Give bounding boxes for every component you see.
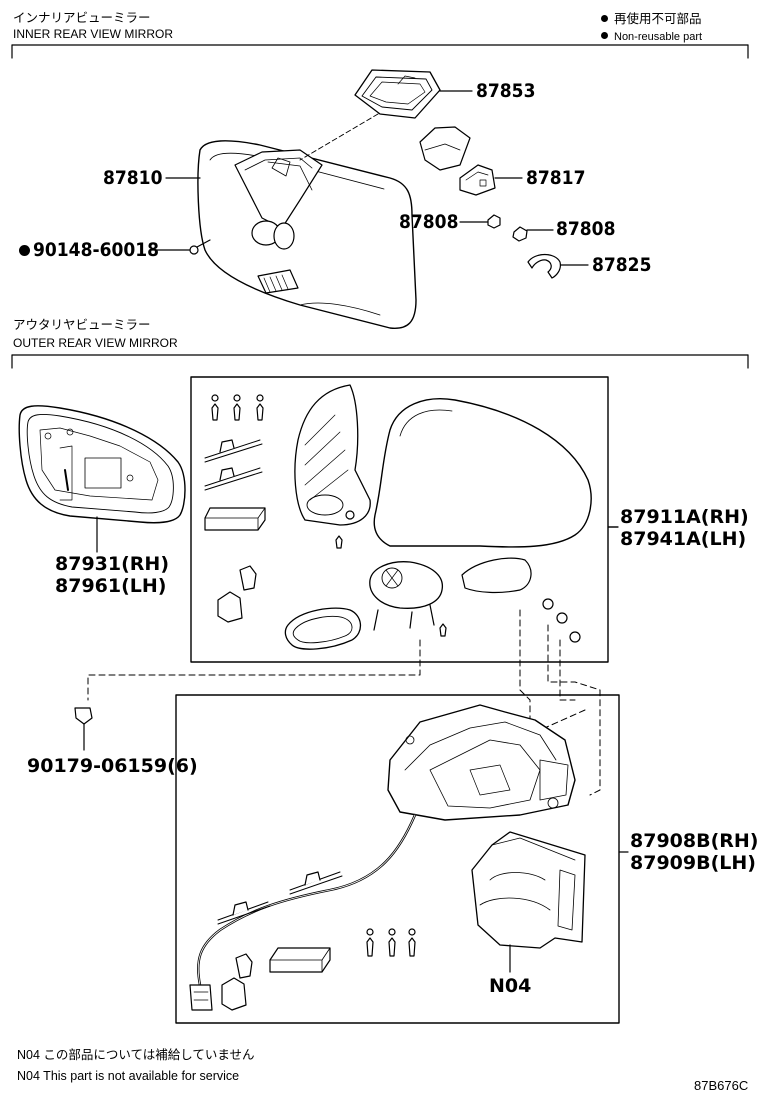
part-87808-right: [512, 226, 528, 242]
part-label-n04: N04: [489, 975, 532, 997]
part-label-90179: 90179-06159(6): [27, 755, 198, 777]
upper-assembly-box: [190, 376, 609, 663]
connector-lower: [221, 953, 253, 1011]
mirror-glass-87931: [18, 405, 186, 524]
part-87853-frame: [354, 69, 441, 119]
motor-assembly: [387, 704, 576, 821]
clips-upper: [204, 439, 263, 491]
legend-non-reusable-jp: 再使用不可部品: [601, 13, 702, 26]
part-87825: [527, 253, 561, 279]
inner-section-bracket: [11, 44, 749, 59]
outer-section-title-en: OUTER REAR VIEW MIRROR: [13, 336, 178, 350]
part-label-87931: 87931(RH): [55, 553, 169, 575]
mirror-pivot: [369, 561, 443, 631]
screw-90148: [189, 239, 211, 255]
part-label-87808-right: 87808: [556, 218, 616, 240]
cable-connector: [189, 984, 213, 1011]
footnote-en: N04 This part is not available for servi…: [17, 1069, 240, 1083]
part-label-87911: 87911A(RH): [620, 506, 749, 528]
part-87808-left: [487, 214, 501, 229]
inner-mirror-body: [197, 140, 417, 329]
part-87817: [459, 164, 496, 196]
part-label-87817: 87817: [526, 167, 586, 189]
part-label-87941: 87941A(LH): [620, 528, 747, 550]
gasket: [284, 607, 362, 650]
lower-assembly-box: [175, 694, 620, 1024]
part-label-87808-left: 87808: [399, 211, 459, 233]
bullet-icon: [601, 32, 608, 39]
small-cover: [461, 557, 532, 594]
inner-section-title-jp: インナリアビューミラー: [13, 10, 151, 25]
clips-lower: [217, 871, 343, 925]
screws-set-1: [211, 394, 264, 421]
screws-set-2: [366, 928, 416, 957]
outer-section-title-jp: アウタリヤビューミラー: [13, 317, 151, 332]
part-label-87909: 87909B(LH): [630, 852, 756, 874]
clip-90179: [74, 707, 93, 725]
legend-en-text: Non-reusable part: [614, 31, 703, 43]
part-label-87853: 87853: [476, 80, 536, 102]
part-label-87825: 87825: [592, 254, 652, 276]
legend-jp-text: 再使用不可部品: [614, 12, 702, 26]
cover-piece: [419, 126, 471, 171]
bullet-icon: [601, 15, 608, 22]
figure-id: 87B676C: [694, 1078, 749, 1093]
connector-upper: [217, 565, 257, 623]
legend-non-reusable-en: Non-reusable part: [601, 30, 702, 44]
mirror-base-upper: [294, 384, 371, 549]
n04-assembly: [471, 831, 586, 949]
part-label-87961: 87961(LH): [55, 575, 167, 597]
outer-section-bracket: [11, 354, 749, 369]
pad-upper: [204, 507, 266, 531]
part-label-90148-text: 90148-60018: [33, 239, 160, 261]
non-reusable-icon: [19, 245, 30, 256]
screws-right: [542, 598, 581, 643]
footnote-jp: N04 この部品については補給していません: [17, 1048, 255, 1062]
part-label-87908: 87908B(RH): [630, 830, 759, 852]
part-label-90148: 90148-60018: [19, 240, 159, 260]
mirror-housing-87911: [373, 398, 592, 548]
part-label-87810: 87810: [103, 167, 163, 189]
inner-section-title-en: INNER REAR VIEW MIRROR: [13, 27, 174, 41]
